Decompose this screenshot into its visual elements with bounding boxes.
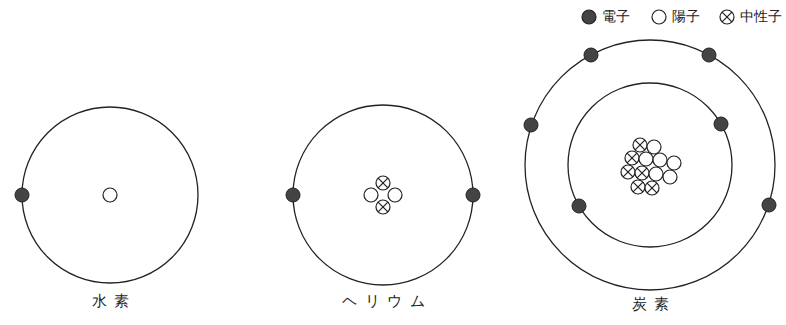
legend-item: 陽子	[651, 8, 700, 26]
legend-item: 中性子	[719, 8, 782, 26]
legend-text: 中性子	[740, 8, 782, 26]
legend-item: 電子	[581, 8, 630, 26]
neutron-symbol	[719, 9, 735, 25]
electron-symbol	[581, 9, 597, 25]
helium-label: ヘリウム	[342, 292, 432, 311]
proton-symbol	[651, 9, 667, 25]
hydrogen-atom	[15, 107, 198, 283]
legend-text: 電子	[602, 8, 630, 26]
carbon-label: 炭素	[632, 295, 677, 314]
helium-atom	[286, 105, 480, 285]
hydrogen-label: 水素	[92, 292, 137, 311]
carbon-atom	[524, 40, 776, 290]
legend-text: 陽子	[672, 8, 700, 26]
